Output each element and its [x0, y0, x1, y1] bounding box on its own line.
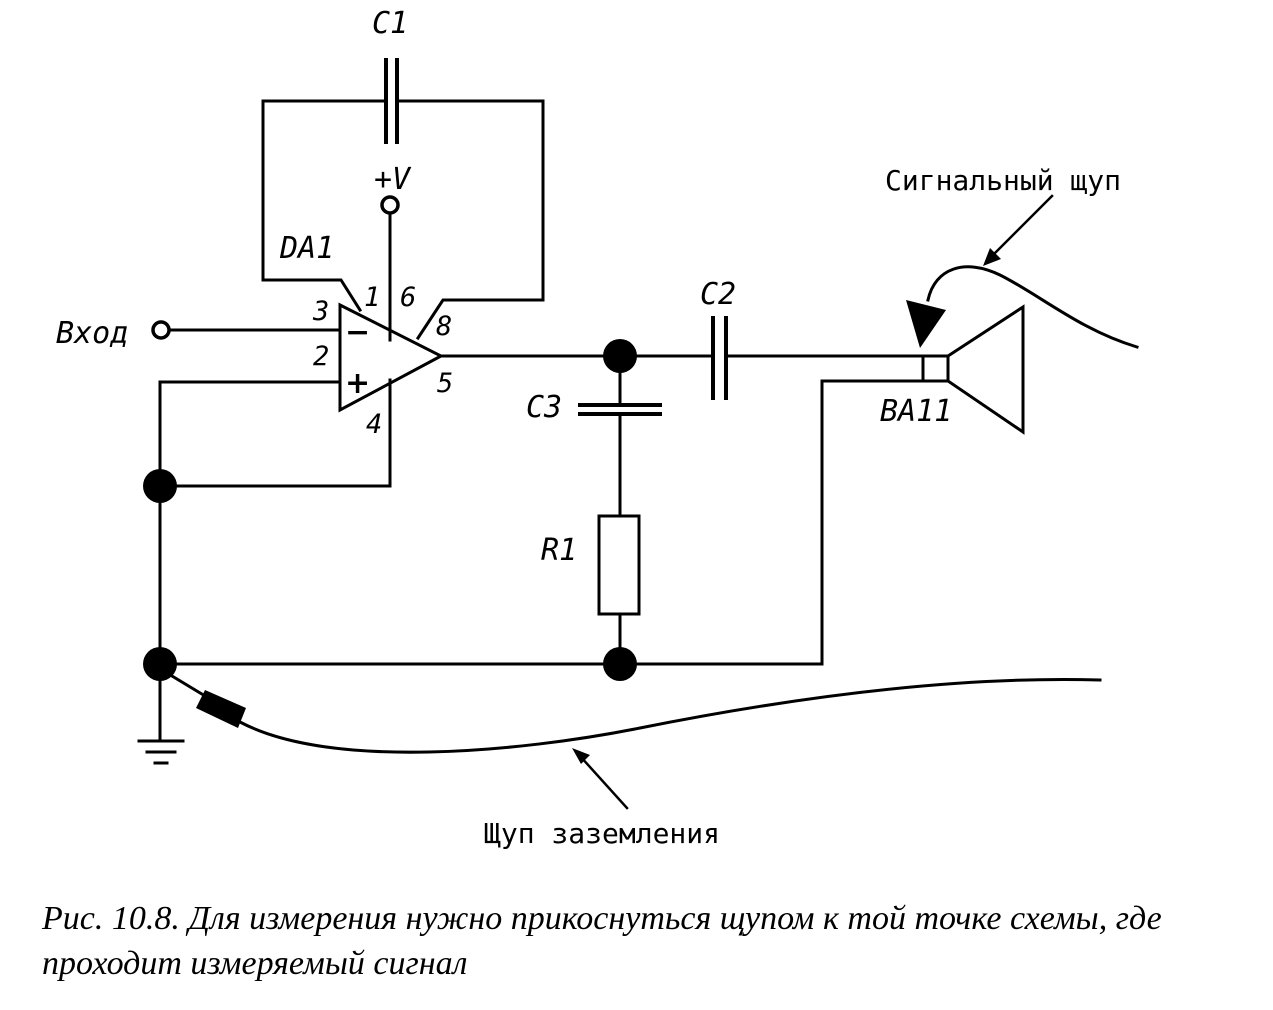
label-vplus: +V — [374, 162, 412, 197]
label-da1: DA1 — [279, 231, 334, 266]
speaker-cone — [946, 304, 1025, 435]
pin-4: 4 — [366, 409, 382, 440]
label-ba11: BA11 — [880, 394, 952, 429]
annotation-signal-probe: Сигнальный щуп — [885, 164, 1121, 197]
op-amp-plus-sign: + — [345, 366, 370, 401]
junction-ground-r1 — [603, 647, 637, 681]
annotation-ground-probe: Щуп заземления — [484, 817, 720, 850]
pin-2: 2 — [313, 341, 329, 372]
label-c2: C2 — [700, 277, 736, 312]
pin-5: 5 — [437, 368, 453, 399]
junction-output — [603, 339, 637, 373]
wire-ground-bus — [158, 379, 925, 666]
signal-probe-tip — [906, 300, 946, 348]
pin-3: 3 — [312, 296, 329, 327]
wire-c1-loop-left — [261, 99, 387, 313]
junction-ground-left — [143, 647, 177, 681]
speaker-magnet — [921, 354, 950, 383]
wire-pin4 — [158, 378, 392, 488]
figure-caption: Рис. 10.8. Для измерения нужно прикоснут… — [42, 900, 1162, 982]
arrow-ground-probe — [578, 754, 629, 810]
op-amp-triangle — [338, 302, 445, 413]
pin-6: 6 — [400, 282, 416, 313]
pin-8: 8 — [436, 311, 452, 342]
wire-noninverting — [158, 380, 342, 742]
pin-1: 1 — [364, 282, 380, 313]
label-r1: R1 — [541, 533, 577, 568]
op-amp-minus-sign: − — [345, 315, 370, 350]
label-input: Вход — [56, 316, 128, 351]
arrow-signal-probe — [986, 194, 1054, 262]
arrowhead-ground — [572, 748, 590, 764]
terminal-input — [151, 320, 171, 340]
resistor-r1 — [597, 514, 641, 616]
junction-pin4 — [143, 469, 177, 503]
wire-c1-loop-right — [396, 99, 545, 341]
arrowhead-signal — [983, 248, 1001, 266]
label-c1: C1 — [372, 6, 408, 41]
terminal-vplus — [380, 195, 400, 215]
signal-probe-cable — [926, 265, 1139, 349]
ground-probe-cable — [237, 677, 1102, 754]
ground-probe-body — [196, 690, 246, 728]
label-c3: C3 — [526, 390, 562, 425]
